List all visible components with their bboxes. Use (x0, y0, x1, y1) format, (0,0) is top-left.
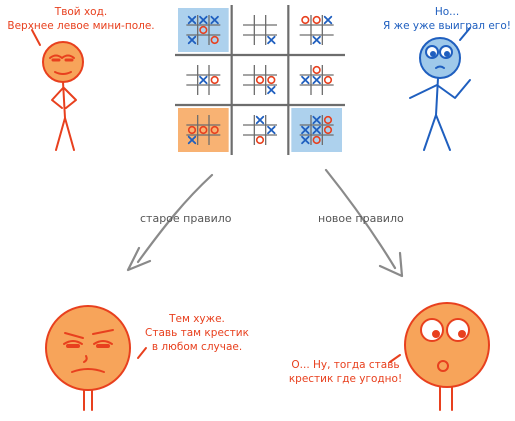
speech-line: Тем хуже. (169, 313, 225, 325)
speech-line: Твой ход. (54, 6, 108, 18)
x-mark (312, 125, 321, 135)
blue-stick-figure (409, 27, 471, 151)
x-mark (199, 75, 208, 85)
o-mark (255, 135, 265, 145)
x-mark (312, 75, 321, 85)
o-mark (210, 125, 219, 135)
x-mark (255, 115, 265, 125)
speech-line: Верхнее левое мини-поле. (7, 20, 155, 32)
x-mark (267, 125, 276, 135)
red-face-bottom-left (45, 305, 147, 411)
o-mark (312, 65, 321, 75)
x-mark (301, 125, 310, 135)
o-mark (323, 75, 333, 85)
x-mark (187, 15, 197, 25)
o-mark (199, 25, 208, 35)
o-mark (301, 15, 310, 25)
o-mark (323, 125, 333, 135)
o-mark (312, 135, 321, 145)
arrow-left (126, 173, 214, 272)
won-cell-fill (178, 8, 229, 52)
new-rule-label: новое правило (318, 212, 404, 225)
speech-line: Но... (434, 6, 460, 18)
speech-line: Ставь там крестик (145, 327, 249, 339)
x-mark (267, 85, 276, 95)
x-mark (301, 135, 310, 145)
speech-left-top: Твой ход. Верхнее левое мини-поле. (6, 5, 156, 33)
x-mark (187, 35, 197, 45)
o-mark (210, 35, 219, 45)
o-mark (312, 15, 321, 25)
speech-line: Я же уже выиграл его! (383, 20, 511, 32)
o-mark (187, 125, 197, 135)
x-mark (267, 35, 276, 45)
x-mark (199, 15, 208, 25)
speech-left-bottom: Тем хуже. Ставь там крестик в любом случ… (132, 312, 262, 354)
speech-line: крестик где угодно! (288, 373, 403, 385)
speech-line: О... Ну, тогда ставь (291, 359, 400, 371)
speech-right-top: Но... Я же уже выиграл его! (382, 5, 512, 33)
red-face-bottom-right (389, 302, 490, 411)
x-mark (312, 115, 321, 125)
o-mark (199, 125, 208, 135)
x-mark (210, 15, 219, 25)
x-mark (187, 135, 197, 145)
o-mark (267, 75, 276, 85)
o-mark (210, 75, 219, 85)
arrow-right (324, 168, 404, 278)
x-mark (312, 35, 321, 45)
speech-line: в любом случае. (151, 341, 243, 353)
speech-right-bottom: О... Ну, тогда ставь крестик где угодно! (283, 358, 408, 386)
red-stick-figure (31, 29, 84, 151)
old-rule-label: старое правило (140, 212, 232, 225)
o-mark (255, 75, 265, 85)
o-mark (323, 115, 333, 125)
ultimate-tic-tac-toe-board (175, 5, 345, 155)
won-cell-fill (178, 108, 229, 152)
x-mark (301, 75, 310, 85)
x-mark (323, 15, 333, 25)
